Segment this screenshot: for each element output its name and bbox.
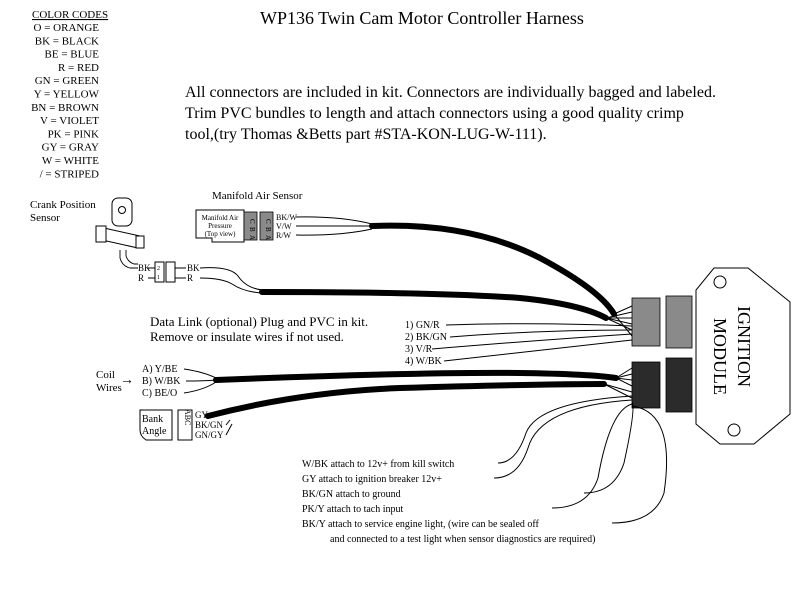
manifold-bundle	[369, 222, 617, 317]
manifold-connector-half-b	[259, 211, 274, 241]
manifold-pin-b-a: B	[248, 227, 256, 232]
note-leader-wire	[583, 401, 634, 494]
note-leader-wire	[551, 403, 633, 509]
color-code-item: O = ORANGE	[34, 22, 100, 34]
color-code-item: PK = PINK	[48, 128, 99, 140]
ignition-module-line-1: IGNITION	[734, 306, 754, 387]
manifold-pin-c-b: C	[264, 219, 272, 224]
manifold-wire-2: V/W	[276, 222, 292, 231]
coil-arrow-icon: →	[120, 373, 134, 388]
color-code-item: GY = GRAY	[42, 142, 99, 154]
note-ground: BK/GN attach to ground	[302, 489, 401, 500]
data-link: Data Link (optional) Plug and PVC in kit…	[150, 314, 633, 367]
manifold-wire-3: R/W	[276, 231, 292, 240]
color-code-item: GN = GREEN	[35, 75, 99, 87]
lower-connector-plug	[631, 361, 661, 409]
note-leader-wire	[497, 395, 633, 464]
manifold-pin-a-a: A	[248, 235, 256, 240]
crank-sensor-body	[95, 197, 145, 269]
crank-wire-right-2: R	[187, 273, 193, 283]
crank-wire-left-1: BK	[138, 263, 151, 273]
color-code-item: BK = BLACK	[35, 35, 99, 47]
bank-angle-wire-3: GN/GY	[195, 430, 224, 440]
crank-sensor-label-2: Sensor	[30, 212, 60, 224]
bank-angle-body	[139, 409, 173, 441]
bank-angle-label-1: Bank	[142, 414, 163, 425]
data-link-line-2: Remove or insulate wires if not used.	[150, 329, 344, 344]
intro-line-1: All connectors are included in kit. Conn…	[185, 84, 716, 101]
manifold-sensor-body	[195, 209, 245, 243]
manifold-pin-b-b: B	[264, 227, 272, 232]
manifold-wire-1: BK/W	[276, 213, 297, 222]
intro-line-3: tool,(try Thomas &Betts part #STA-KON-LU…	[185, 126, 547, 143]
crank-position-sensor: Crank Position Sensor BK R 2 1 BK R	[30, 197, 263, 294]
coil-wire-b: B) W/BK	[142, 376, 181, 387]
crank-wire-left-2: R	[138, 273, 144, 283]
ignition-module-body	[695, 267, 791, 445]
intro-line-2: Trim PVC bundles to length and attach co…	[185, 105, 684, 122]
coil-bundle	[213, 369, 619, 383]
crank-connector-half-a	[154, 261, 165, 283]
manifold-air-sensor: Manifold Air Sensor Manifold Air Pressur…	[195, 190, 373, 243]
connection-notes: W/BK attach to 12v+ from kill switch GY …	[302, 395, 668, 545]
note-tach: PK/Y attach to tach input	[302, 504, 403, 515]
data-link-wire-1: 1) GN/R	[405, 320, 440, 331]
coil-label-1: Coil	[96, 369, 115, 381]
color-codes-heading: COLOR CODES	[32, 9, 108, 21]
note-service-light-cont: and connected to a test light when senso…	[330, 534, 595, 545]
ignition-module-line-2: MODULE	[710, 318, 730, 395]
color-code-item: BE = BLUE	[45, 49, 100, 61]
note-leader-wire	[611, 405, 668, 524]
note-kill-switch: W/BK attach to 12v+ from kill switch	[302, 459, 454, 470]
color-code-item: BN = BROWN	[31, 102, 99, 114]
crank-pin-1: 1	[157, 275, 160, 281]
crank-connector-half-b	[165, 261, 176, 283]
data-link-wire-3: 3) V/R	[405, 344, 433, 355]
data-link-wire-2: 2) BK/GN	[405, 332, 447, 343]
data-link-line-1: Data Link (optional) Plug and PVC in kit…	[150, 314, 368, 329]
bank-angle-wire-2: BK/GN	[195, 420, 224, 430]
bank-angle-bundle	[205, 381, 607, 419]
upper-connector-socket	[665, 295, 693, 349]
bank-angle-wire-1: GY	[195, 410, 208, 420]
manifold-box-line-1: Manifold Air	[202, 214, 239, 222]
ignition-module: IGNITION MODULE	[631, 267, 791, 445]
manifold-pin-c-a: C	[248, 219, 256, 224]
lower-connector-socket	[665, 357, 693, 413]
crank-sensor-label-1: Crank Position	[30, 199, 96, 211]
coil-wires: Coil Wires → A) Y/BE B) W/BK C) BE/O	[96, 364, 217, 399]
bank-angle-pin-letters: ABC	[183, 409, 192, 425]
manifold-box-line-3: (Top view)	[205, 230, 236, 238]
manifold-connector-half-a	[243, 211, 258, 241]
harness-bundles	[205, 222, 633, 419]
note-service-light: BK/Y attach to service engine light, (wi…	[302, 519, 540, 530]
note-ignition-breaker: GY attach to ignition breaker 12v+	[302, 474, 442, 485]
coil-wire-c: C) BE/O	[142, 388, 177, 399]
note-leader-wire	[493, 399, 633, 479]
manifold-box-line-2: Pressure	[208, 222, 232, 230]
intro-paragraph: All connectors are included in kit. Conn…	[185, 84, 716, 143]
color-code-item: W = WHITE	[42, 155, 99, 167]
bank-angle-connector	[177, 409, 193, 441]
color-code-item: Y = YELLOW	[34, 89, 100, 101]
bank-angle-sensor: Bank Angle ABC GY BK/GN GN/GY	[139, 409, 233, 441]
coil-label-2: Wires	[96, 382, 122, 394]
crank-pin-2: 2	[157, 266, 160, 272]
data-link-wire-4: 4) W/BK	[405, 356, 443, 367]
coil-wire-a: A) Y/BE	[142, 364, 177, 375]
crank-wire-right-1: BK	[187, 263, 200, 273]
manifold-pin-a-a2: A	[264, 235, 272, 240]
color-code-item: V = VIOLET	[40, 115, 99, 127]
diagram-title: WP136 Twin Cam Motor Controller Harness	[260, 8, 584, 28]
bank-angle-label-2: Angle	[142, 426, 167, 437]
upper-connector-plug	[631, 297, 661, 347]
color-code-item: / = STRIPED	[40, 168, 99, 180]
crank-bundle	[259, 289, 609, 321]
color-code-item: R = RED	[58, 62, 99, 74]
manifold-sensor-label: Manifold Air Sensor	[212, 190, 303, 202]
